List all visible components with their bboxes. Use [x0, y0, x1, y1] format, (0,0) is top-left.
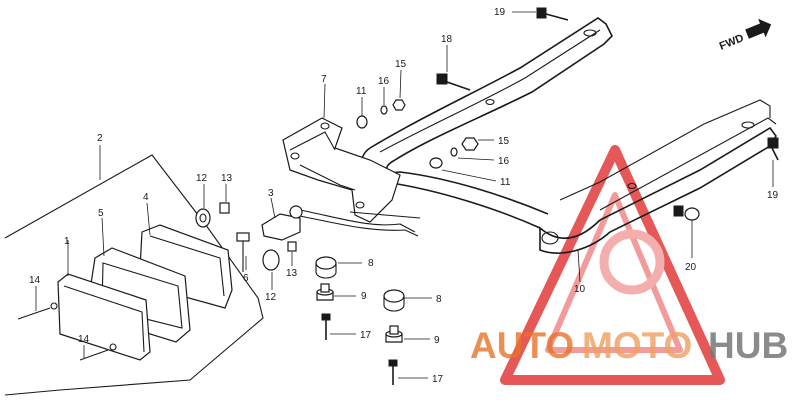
license-lamp-assembly — [4, 154, 303, 396]
leader-lines — [35, 11, 774, 379]
forward-direction-indicator: FWD — [718, 18, 772, 53]
callout-4: 4 — [143, 192, 149, 203]
watermark-hub: HUB — [708, 325, 788, 366]
callout-18: 18 — [441, 34, 453, 45]
callout-12-upper: 12 — [196, 173, 208, 184]
callout-labels: 2 1 5 4 3 6 7 8 8 9 9 10 11 11 12 12 13 … — [29, 7, 779, 385]
forward-arrow-icon — [745, 18, 772, 39]
watermark-moto: MOTO — [582, 325, 692, 366]
callout-15-right: 15 — [498, 136, 510, 147]
callout-9-right: 9 — [434, 335, 440, 346]
license-plate-bracket — [282, 117, 421, 237]
callout-14-lower: 14 — [78, 334, 90, 345]
callout-5: 5 — [98, 208, 104, 219]
watermark-logo-triangle — [500, 145, 725, 385]
callout-10: 10 — [574, 284, 586, 295]
callout-13-upper: 13 — [221, 173, 233, 184]
callout-16-upper: 16 — [378, 76, 390, 87]
callout-8-right: 8 — [436, 294, 442, 305]
watermark-brand-text: AUTO MOTO HUB — [470, 325, 788, 366]
callout-7: 7 — [321, 74, 327, 85]
callout-17-left: 17 — [360, 330, 372, 341]
callout-6: 6 — [243, 273, 249, 284]
callout-13-lower: 13 — [286, 268, 298, 279]
callout-15-upper: 15 — [395, 59, 407, 70]
watermark-auto: AUTO — [470, 325, 574, 366]
callout-12-lower: 12 — [265, 292, 277, 303]
rear-frame-bracket — [360, 17, 777, 254]
callout-19-right: 19 — [767, 190, 779, 201]
callout-3: 3 — [268, 188, 274, 199]
callout-1: 1 — [64, 236, 70, 247]
callout-17-right: 17 — [432, 374, 444, 385]
callout-8-left: 8 — [368, 258, 374, 269]
callout-2: 2 — [97, 133, 103, 144]
callout-11-right: 11 — [500, 177, 511, 188]
callout-11-upper: 11 — [356, 86, 367, 97]
small-parts — [195, 7, 779, 385]
callout-19-top: 19 — [494, 7, 506, 18]
callout-20: 20 — [685, 262, 697, 273]
callout-14-upper: 14 — [29, 275, 41, 286]
fwd-label: FWD — [718, 32, 746, 53]
callout-16-right: 16 — [498, 156, 510, 167]
callout-9-left: 9 — [361, 291, 367, 302]
